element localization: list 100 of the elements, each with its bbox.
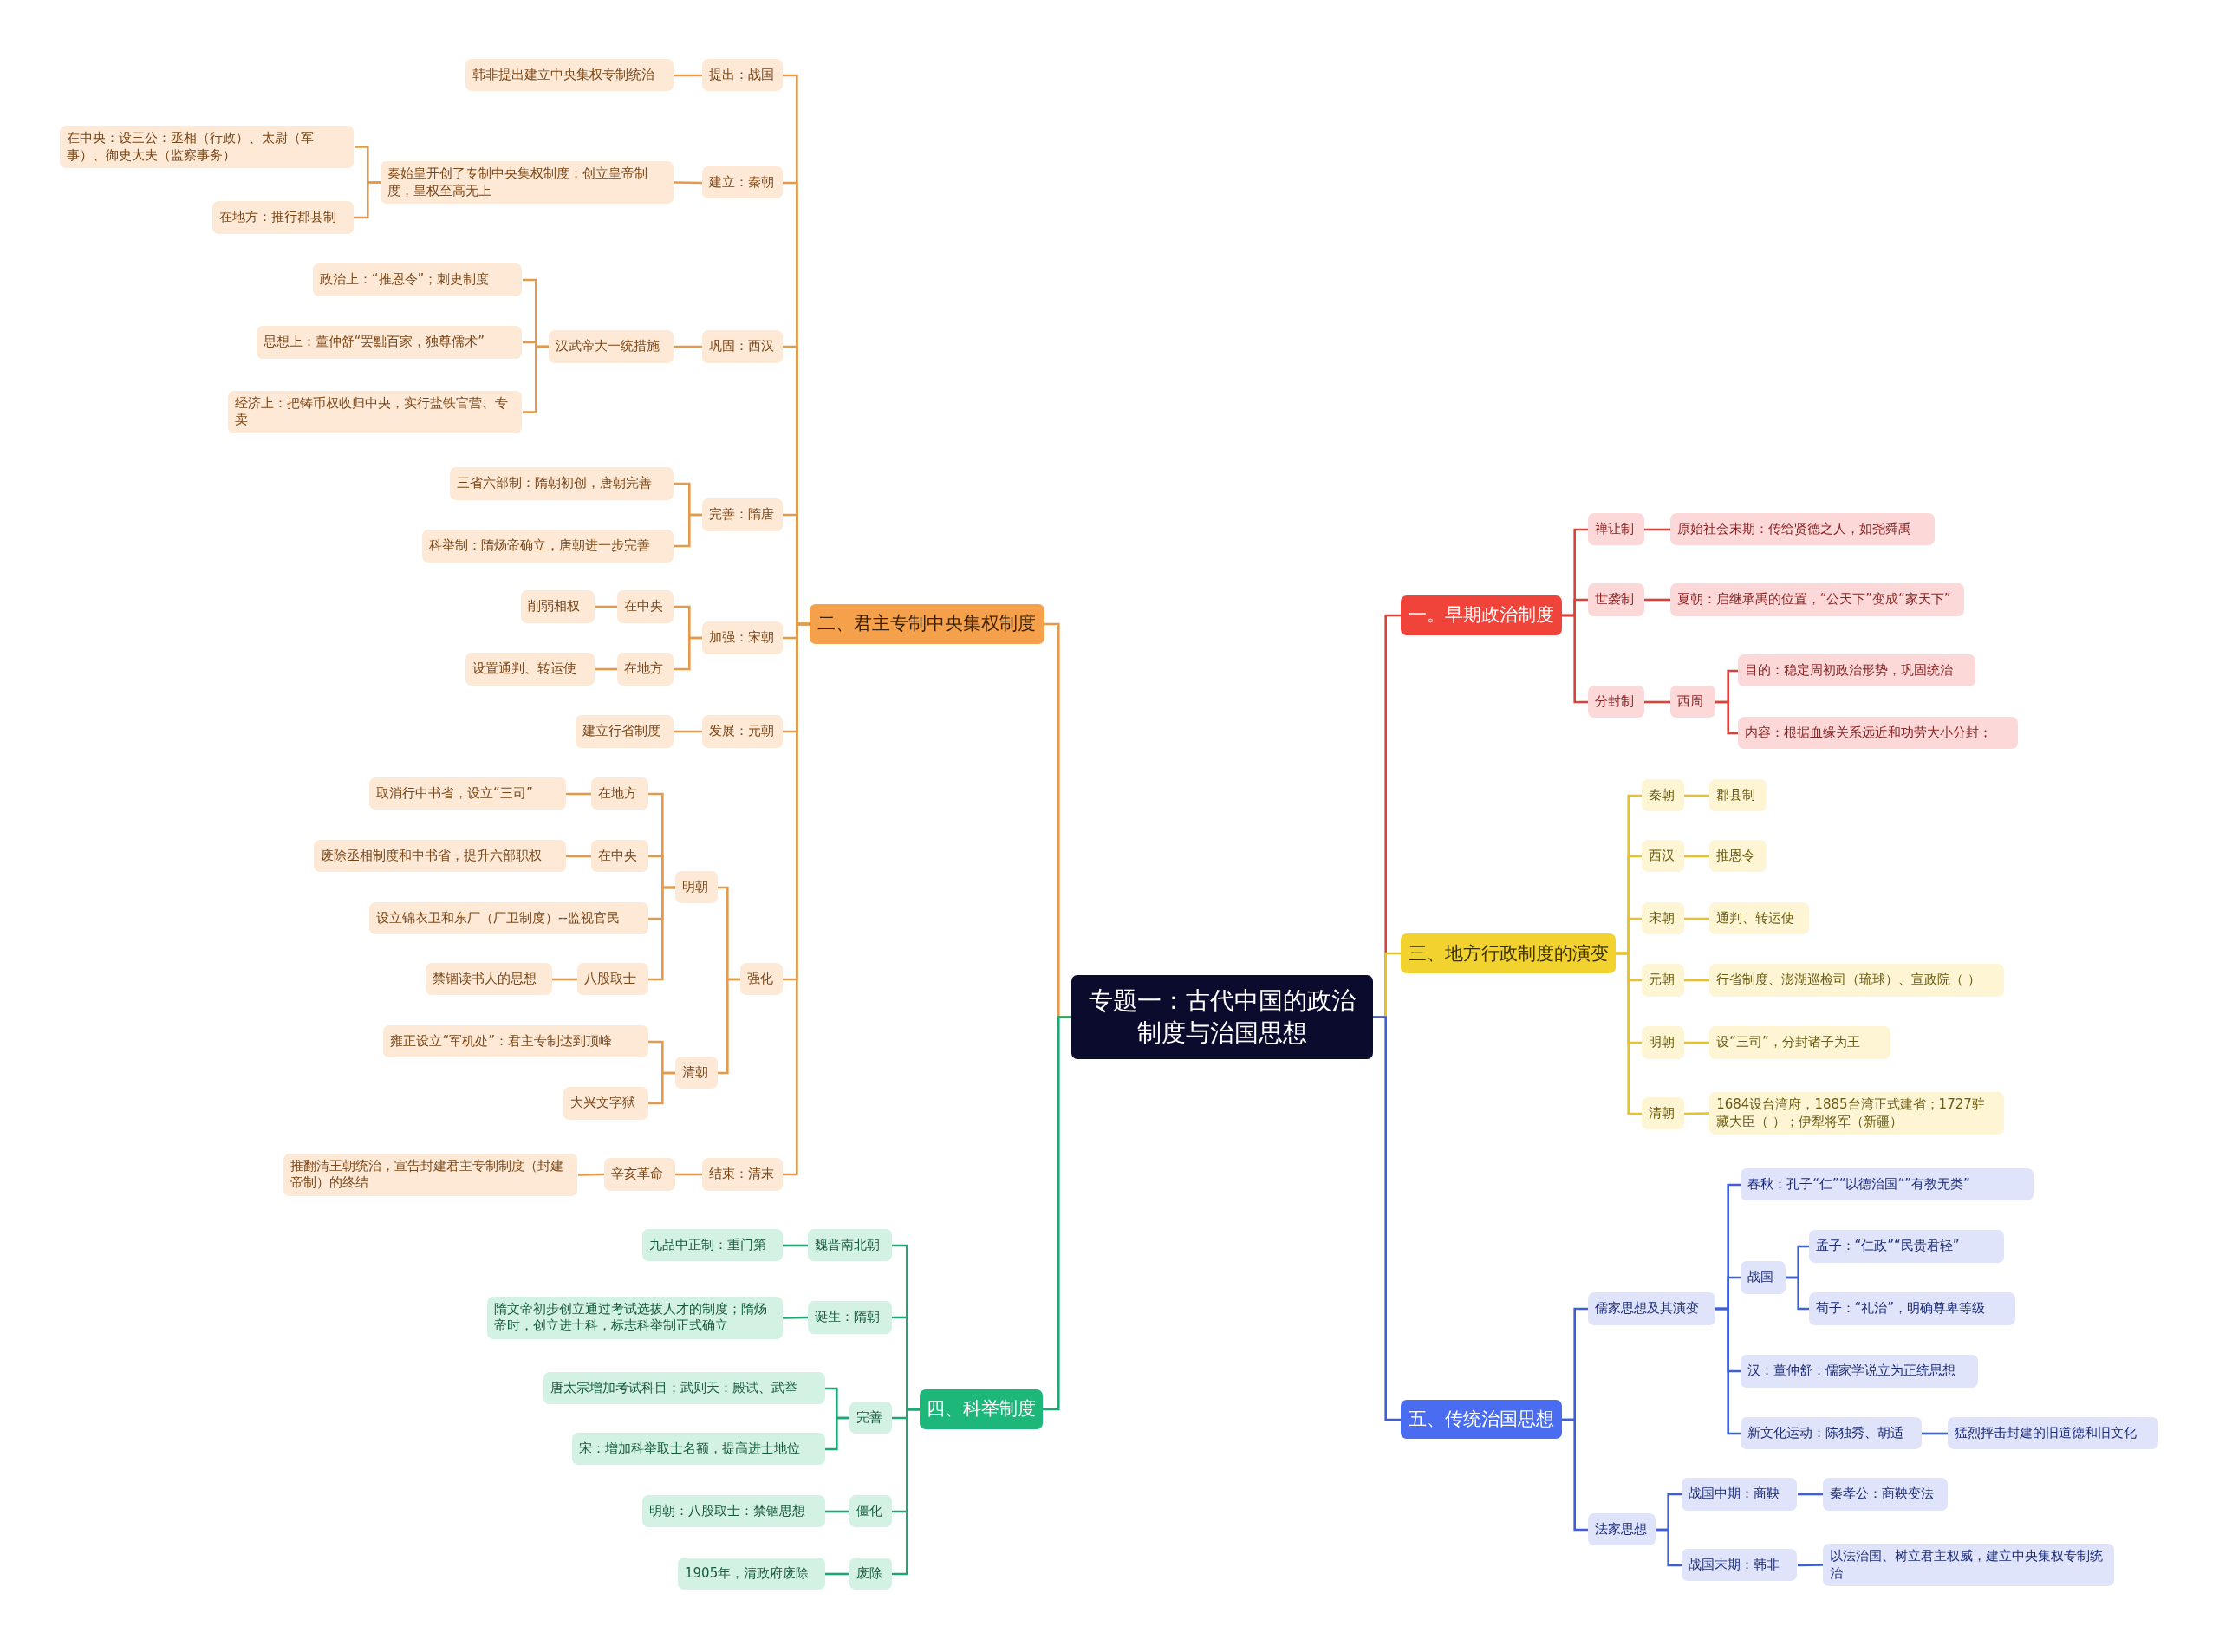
topic-box: 元朝 bbox=[1641, 964, 1684, 997]
topic-box: 世袭制 bbox=[1587, 583, 1645, 616]
connector-line bbox=[674, 74, 702, 77]
connector-line bbox=[674, 181, 702, 185]
topic-box: 新文化运动：陈独秀、胡适 bbox=[1741, 1416, 1923, 1450]
connector-line bbox=[1616, 952, 1642, 1115]
connector-line bbox=[1786, 1276, 1809, 1311]
topic-box: 分封制 bbox=[1587, 685, 1645, 719]
topic-box: 禅让制 bbox=[1587, 512, 1645, 546]
connector-line bbox=[718, 978, 740, 1075]
topic-box: 汉：董仲舒：儒家学说立为正统思想 bbox=[1741, 1355, 1979, 1388]
topic-box: 废除 bbox=[849, 1557, 892, 1590]
topic-box: 清朝 bbox=[1641, 1096, 1684, 1130]
topic-box: 设立锦衣卫和东厂（厂卫制度）--监视官民 bbox=[369, 901, 648, 935]
topic-box: 大兴文字狱 bbox=[563, 1087, 648, 1120]
topic-box: 八股取士 bbox=[577, 962, 648, 996]
topic-box: 韩非提出建立中央集权专制统治 bbox=[465, 58, 674, 92]
topic-box: 内容：根据血缘关系远近和功劳大小分封； bbox=[1737, 716, 2019, 750]
connector-line bbox=[1684, 917, 1709, 920]
topic-box: 禁锢读书人的思想 bbox=[426, 962, 552, 996]
topic-box: 明朝：八股取士：禁锢思想 bbox=[642, 1494, 825, 1528]
topic-box: 孟子：“仁政”“民贵君轻” bbox=[1808, 1230, 2004, 1263]
topic-box: 秦朝 bbox=[1641, 778, 1684, 812]
topic-box: 废除丞相制度和中书省，提升六部职权 bbox=[314, 839, 567, 873]
topic-box: 在地方：推行郡县制 bbox=[211, 201, 355, 234]
branch-box: 三、地方行政制度的演变 bbox=[1401, 933, 1617, 974]
connector-line bbox=[1922, 1432, 1948, 1435]
topic-box: 春秋：孔子“仁”“以德治国“”有教无类” bbox=[1741, 1167, 2034, 1201]
connector-line bbox=[674, 730, 702, 733]
connector-line bbox=[1684, 979, 1709, 982]
topic-box: 在中央：设三公：丞相（行政）、太尉（军事）、御史大夫（监察事务） bbox=[59, 126, 355, 169]
topic-box: 清朝 bbox=[674, 1056, 718, 1089]
topic-box: 宋：增加科举取士名额，提高进士地位 bbox=[571, 1432, 825, 1466]
connector-line bbox=[825, 1416, 849, 1451]
topic-box: 在中央 bbox=[591, 839, 648, 873]
topic-box: 唐太宗增加考试科目；武则天：殿试、武举 bbox=[543, 1371, 825, 1405]
topic-box: 原始社会末期：传给贤德之人，如尧舜禹 bbox=[1669, 512, 1935, 546]
connector-line bbox=[782, 1316, 809, 1319]
branch-box: 一。早期政治制度 bbox=[1401, 595, 1563, 635]
connector-line bbox=[1798, 1493, 1823, 1496]
topic-box: 巩固：西汉 bbox=[701, 330, 783, 363]
topic-box: 完善：隋唐 bbox=[701, 498, 783, 531]
connector-line bbox=[783, 622, 810, 1176]
branch-box: 四、科举制度 bbox=[920, 1389, 1044, 1429]
topic-box: 秦孝公：商鞅变法 bbox=[1822, 1478, 1948, 1511]
topic-box: 荀子：“礼治”，明确尊卑等级 bbox=[1808, 1292, 2015, 1325]
connector-line bbox=[825, 1510, 849, 1513]
topic-box: 三省六部制：隋朝初创，唐朝完善 bbox=[450, 467, 674, 500]
connector-line bbox=[825, 1572, 849, 1576]
topic-box: 儒家思想及其演变 bbox=[1587, 1292, 1715, 1325]
topic-box: 削弱相权 bbox=[520, 590, 595, 623]
topic-box: 1684设台湾府，1885台湾正式建省；1727驻藏大臣（ ）；伊犁将军（新疆） bbox=[1709, 1092, 2004, 1135]
connector-line bbox=[1684, 855, 1709, 858]
central-topic-box: 专题一：古代中国的政治制度与治国思想 bbox=[1070, 975, 1373, 1060]
branch-box: 二、君主专制中央集权制度 bbox=[809, 604, 1044, 644]
connector-line bbox=[674, 636, 702, 671]
connector-line bbox=[551, 978, 577, 981]
connector-line bbox=[674, 513, 702, 548]
branch-box: 五、传统治国思想 bbox=[1401, 1399, 1563, 1440]
topic-box: 郡县制 bbox=[1709, 778, 1767, 812]
connector-line bbox=[523, 345, 549, 413]
topic-box: 以法治国、树立君主权威，建立中央集权专制统治 bbox=[1822, 1544, 2115, 1587]
connector-line bbox=[1656, 1528, 1682, 1567]
topic-box: 隋文帝初步创立通过考试选拔人才的制度；隋炀帝时，创立进士科，标志科举制正式确立 bbox=[486, 1296, 783, 1339]
topic-box: 辛亥革命 bbox=[604, 1158, 675, 1191]
topic-box: 发展：元朝 bbox=[701, 715, 783, 748]
topic-box: 推翻清王朝统治，宣告封建君主专制制度（封建帝制）的终结 bbox=[283, 1153, 578, 1196]
connector-line bbox=[1373, 1016, 1401, 1421]
topic-box: 明朝 bbox=[1641, 1026, 1684, 1059]
topic-box: 设“三司”，分封诸子为王 bbox=[1709, 1026, 1891, 1059]
topic-box: 通判、转运使 bbox=[1709, 901, 1809, 935]
topic-box: 西周 bbox=[1669, 685, 1715, 719]
topic-box: 思想上：董仲舒“罢黜百家，独尊儒术” bbox=[256, 326, 523, 359]
topic-box: 雍正设立“军机处”：君主专制达到顶峰 bbox=[383, 1024, 648, 1058]
topic-box: 战国中期：商鞅 bbox=[1681, 1478, 1798, 1511]
topic-box: 行省制度、澎湖巡检司（琉球）、宣政院（ ） bbox=[1709, 964, 2004, 997]
connector-line bbox=[1562, 614, 1588, 704]
topic-box: 战国末期：韩非 bbox=[1681, 1548, 1798, 1582]
topic-box: 经济上：把铸币权收归中央，实行盐铁官营、专卖 bbox=[227, 390, 523, 433]
topic-box: 汉武帝大一统措施 bbox=[549, 330, 674, 363]
topic-box: 明朝 bbox=[674, 870, 718, 904]
topic-box: 设置通判、转运使 bbox=[465, 653, 595, 686]
topic-box: 战国 bbox=[1741, 1261, 1786, 1294]
connector-line bbox=[595, 605, 617, 608]
connector-line bbox=[892, 1408, 920, 1576]
topic-box: 宋朝 bbox=[1641, 901, 1684, 935]
topic-box: 强化 bbox=[739, 962, 783, 996]
topic-box: 加强：宋朝 bbox=[701, 621, 783, 654]
topic-box: 魏晋南北朝 bbox=[808, 1228, 892, 1262]
topic-box: 法家思想 bbox=[1587, 1512, 1656, 1546]
topic-box: 结束：清末 bbox=[701, 1158, 783, 1191]
topic-box: 在地方 bbox=[591, 777, 648, 810]
topic-box: 诞生：隋朝 bbox=[808, 1301, 892, 1334]
connector-line bbox=[648, 886, 675, 981]
topic-box: 秦始皇开创了专制中央集权制度；创立皇帝制度，皇权至高无上 bbox=[381, 161, 674, 205]
topic-box: 目的：稳定周初政治形势，巩固统治 bbox=[1737, 654, 1976, 687]
topic-box: 推恩令 bbox=[1709, 839, 1767, 873]
connector-line bbox=[1644, 528, 1670, 531]
topic-box: 九品中正制：重门第 bbox=[642, 1228, 783, 1262]
connector-line bbox=[354, 181, 381, 219]
